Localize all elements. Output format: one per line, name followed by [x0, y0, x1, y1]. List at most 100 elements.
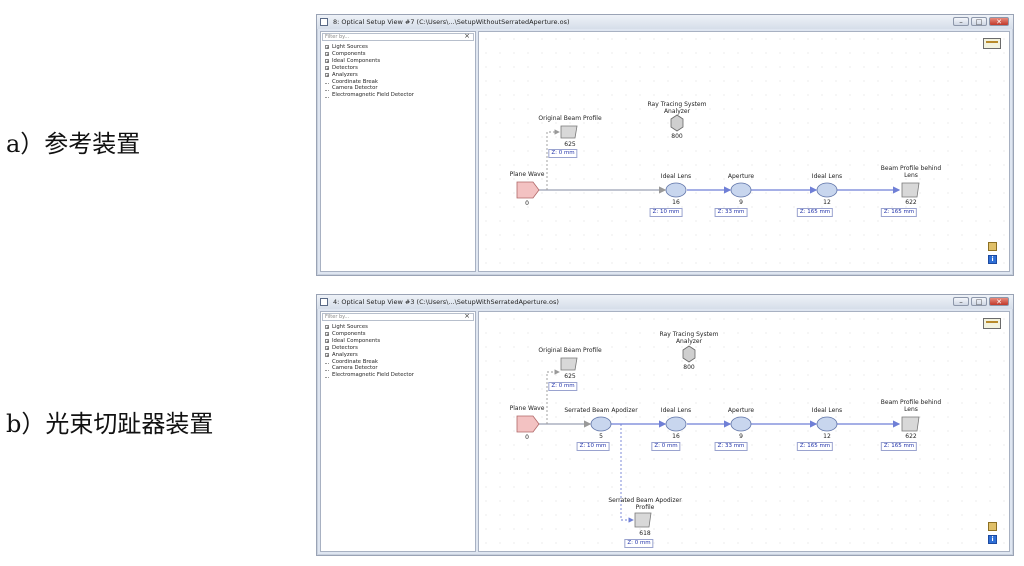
- tree-item[interactable]: +Detectors: [325, 64, 358, 72]
- tree-item[interactable]: +Components: [325, 50, 366, 58]
- component-catalog-panel: Filter by... × +Light Sources +Component…: [320, 311, 476, 552]
- node-number: 625: [564, 141, 576, 148]
- ideal-lens-node[interactable]: [665, 182, 687, 198]
- analyzer-node[interactable]: [670, 114, 684, 132]
- plane-wave-node[interactable]: [516, 181, 540, 199]
- ideal-lens-node[interactable]: [665, 416, 687, 432]
- close-button[interactable]: ✕: [989, 297, 1009, 306]
- tree-item[interactable]: Coordinate Break: [325, 359, 414, 366]
- position-tag[interactable]: Z: 33 mm: [714, 442, 748, 451]
- position-tag[interactable]: Z: 10 mm: [576, 442, 610, 451]
- expand-icon[interactable]: +: [325, 45, 330, 51]
- aperture-node[interactable]: [730, 182, 752, 198]
- title-bar[interactable]: 4: Optical Setup View #3 (C:\Users\...\S…: [317, 295, 1013, 309]
- setup-canvas[interactable]: Plane Wave 0 Original Beam Profile 625 Z…: [478, 31, 1010, 272]
- setup-links: [516, 345, 920, 528]
- tree-item[interactable]: +Light Sources: [325, 324, 368, 331]
- position-tag[interactable]: Z: 0 mm: [651, 442, 681, 451]
- minimize-button[interactable]: –: [953, 297, 969, 306]
- node-number: 800: [683, 364, 695, 371]
- tree-leaf-line: [325, 94, 329, 98]
- tree-item[interactable]: +Analyzers: [325, 351, 358, 359]
- expand-icon[interactable]: +: [325, 59, 330, 65]
- expand-icon[interactable]: +: [325, 339, 330, 345]
- palette-icon[interactable]: [983, 318, 1001, 329]
- position-tag[interactable]: Z: 0 mm: [548, 149, 578, 158]
- link-line[interactable]: [546, 129, 560, 190]
- node-label: Plane Wave: [509, 405, 545, 412]
- position-tag[interactable]: Z: 0 mm: [548, 382, 578, 391]
- minimize-button[interactable]: –: [953, 17, 969, 26]
- clear-filter-icon[interactable]: ×: [464, 32, 470, 40]
- detector-node[interactable]: [901, 416, 920, 432]
- title-bar[interactable]: 8: Optical Setup View #7 (C:\Users\...\S…: [317, 15, 1013, 29]
- position-tag[interactable]: Z: 165 mm: [796, 208, 834, 217]
- aperture-node[interactable]: [730, 416, 752, 432]
- filter-input[interactable]: Filter by... ×: [322, 313, 474, 321]
- ideal-lens-node[interactable]: [816, 182, 838, 198]
- link-line[interactable]: [546, 369, 560, 424]
- position-tag[interactable]: Z: 0 mm: [624, 539, 654, 548]
- info-icon[interactable]: i: [988, 535, 997, 544]
- expand-icon[interactable]: +: [325, 346, 330, 352]
- node-number: 622: [905, 433, 917, 440]
- caption-a: a）参考装置: [6, 130, 141, 158]
- position-tag[interactable]: Z: 33 mm: [714, 208, 748, 217]
- expand-icon[interactable]: +: [325, 353, 330, 359]
- plane-wave-node[interactable]: [516, 415, 540, 433]
- position-tag[interactable]: Z: 165 mm: [880, 442, 918, 451]
- node-label: Beam Profile behind Lens: [880, 165, 942, 179]
- node-number: 622: [905, 199, 917, 206]
- tree-item[interactable]: +Ideal Components: [325, 57, 381, 65]
- maximize-button[interactable]: □: [971, 297, 987, 306]
- tree-item[interactable]: Camera Detector: [325, 85, 414, 92]
- tree-item[interactable]: Coordinate Break: [325, 79, 414, 86]
- expand-icon[interactable]: +: [325, 66, 330, 72]
- settings-icon[interactable]: [988, 522, 997, 531]
- window-icon: [320, 18, 328, 26]
- link-line[interactable]: [620, 424, 634, 523]
- tree-item[interactable]: +Ideal Components: [325, 337, 381, 345]
- node-number: 800: [671, 133, 683, 140]
- window-title: 8: Optical Setup View #7 (C:\Users\...\S…: [333, 18, 570, 26]
- palette-icon[interactable]: [983, 38, 1001, 49]
- info-icon[interactable]: i: [988, 255, 997, 264]
- tree-item[interactable]: Electromagnetic Field Detector: [325, 372, 414, 379]
- node-label: Ray Tracing System Analyzer: [659, 331, 719, 345]
- detector-node[interactable]: [634, 512, 652, 528]
- window-icon: [320, 298, 328, 306]
- tree-item[interactable]: +Components: [325, 330, 366, 338]
- maximize-button[interactable]: □: [971, 17, 987, 26]
- analyzer-node[interactable]: [682, 345, 696, 363]
- filter-input[interactable]: Filter by... ×: [322, 33, 474, 41]
- position-tag[interactable]: Z: 165 mm: [796, 442, 834, 451]
- tree-item[interactable]: +Light Sources: [325, 44, 368, 51]
- detector-node[interactable]: [560, 125, 578, 139]
- setup-canvas[interactable]: Plane Wave 0 Original Beam Profile 625 Z…: [478, 311, 1010, 552]
- caption-b: b）光束切趾器装置: [6, 410, 214, 438]
- node-label: Original Beam Profile: [538, 115, 602, 122]
- clear-filter-icon[interactable]: ×: [464, 312, 470, 320]
- close-button[interactable]: ✕: [989, 17, 1009, 26]
- node-number: 618: [639, 530, 651, 537]
- expand-icon[interactable]: +: [325, 52, 330, 58]
- ideal-lens-node[interactable]: [816, 416, 838, 432]
- filter-placeholder: Filter by...: [325, 34, 350, 40]
- node-label: Beam Profile behind Lens: [880, 399, 942, 413]
- apodizer-node[interactable]: [590, 416, 612, 432]
- node-label: Aperture: [727, 173, 755, 180]
- expand-icon[interactable]: +: [325, 332, 330, 338]
- tree-item[interactable]: Camera Detector: [325, 365, 414, 372]
- expand-icon[interactable]: +: [325, 325, 330, 331]
- expand-icon[interactable]: +: [325, 73, 330, 79]
- position-tag[interactable]: Z: 165 mm: [880, 208, 918, 217]
- detector-node[interactable]: [901, 182, 920, 198]
- node-number: 625: [564, 373, 576, 380]
- settings-icon[interactable]: [988, 242, 997, 251]
- position-tag[interactable]: Z: 10 mm: [649, 208, 683, 217]
- detector-node[interactable]: [560, 357, 578, 371]
- tree-item[interactable]: +Analyzers: [325, 71, 358, 79]
- tree-item[interactable]: +Detectors: [325, 344, 358, 352]
- node-label: Ideal Lens: [811, 407, 843, 414]
- tree-item[interactable]: Electromagnetic Field Detector: [325, 92, 414, 99]
